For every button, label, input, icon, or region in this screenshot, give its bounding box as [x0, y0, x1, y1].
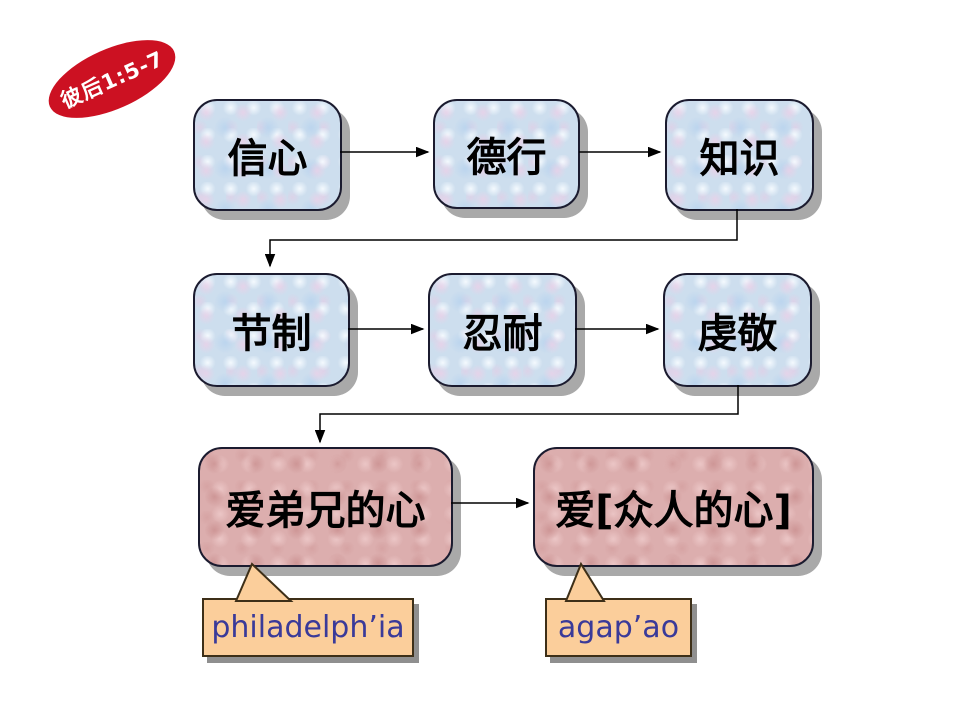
node-godliness-label: 虔敬 — [697, 311, 778, 357]
connector-knowledge-to-self-control — [264, 209, 738, 268]
node-self-control: 节制 — [193, 273, 350, 387]
callout-philadelphia: philadelph’ia — [202, 598, 414, 657]
node-love-for-all-label: 爱[众人的心] — [555, 488, 792, 534]
node-perseverance: 忍耐 — [428, 273, 577, 387]
node-love-for-all: 爱[众人的心] — [533, 447, 814, 567]
connector-godliness-to-brotherly-love — [314, 385, 739, 444]
node-self-control-label: 节制 — [231, 311, 312, 357]
node-brotherly-love-label: 爱弟兄的心 — [225, 488, 426, 534]
node-perseverance-label: 忍耐 — [462, 311, 543, 357]
node-faith: 信心 — [193, 99, 342, 211]
callout-agapao-tail — [564, 561, 606, 602]
scripture-reference-badge: 彼后1:5-7 — [37, 23, 187, 135]
callout-philadelphia-label: philadelph’ia — [211, 610, 405, 645]
scripture-reference-label: 彼后1:5-7 — [57, 46, 168, 114]
node-knowledge: 知识 — [665, 99, 814, 211]
node-brotherly-love: 爱弟兄的心 — [198, 447, 453, 567]
node-godliness: 虔敬 — [663, 273, 812, 387]
callout-agapao: agap’ao — [545, 598, 692, 657]
node-knowledge-label: 知识 — [699, 136, 780, 182]
node-faith-label: 信心 — [227, 136, 308, 182]
callout-agapao-label: agap’ao — [557, 610, 680, 645]
node-virtue-label: 德行 — [466, 135, 547, 181]
callout-philadelphia-tail — [234, 562, 294, 602]
node-virtue: 德行 — [433, 99, 580, 209]
